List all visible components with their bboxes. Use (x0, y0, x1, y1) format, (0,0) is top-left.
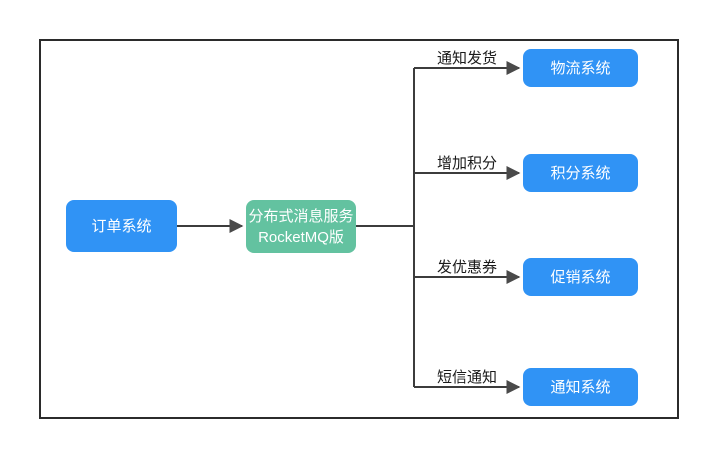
node-logistics-label: 物流系统 (550, 59, 611, 77)
node-order-label: 订单系统 (91, 217, 152, 235)
edge-label-sms-notify: 短信通知 (437, 369, 498, 386)
node-rocketmq-service: 分布式消息服务 RocketMQ版 (246, 200, 356, 253)
node-promotion-label: 促销系统 (550, 268, 611, 286)
node-points-system: 积分系统 (523, 154, 638, 192)
diagram-border (39, 39, 679, 419)
node-notification-label: 通知系统 (550, 378, 611, 396)
node-points-label: 积分系统 (550, 164, 611, 182)
node-mq-label: 分布式消息服务 RocketMQ版 (248, 206, 353, 248)
edge-label-send-coupon: 发优惠券 (437, 259, 498, 276)
edge-label-notify-shipping: 通知发货 (437, 50, 498, 67)
node-order-system: 订单系统 (66, 200, 177, 252)
node-mq-label-line2: RocketMQ版 (258, 228, 344, 246)
node-notification-system: 通知系统 (523, 368, 638, 406)
edge-label-add-points: 增加积分 (437, 155, 498, 172)
node-mq-label-line1: 分布式消息服务 (248, 207, 354, 225)
node-logistics-system: 物流系统 (523, 49, 638, 87)
node-promotion-system: 促销系统 (523, 258, 638, 296)
